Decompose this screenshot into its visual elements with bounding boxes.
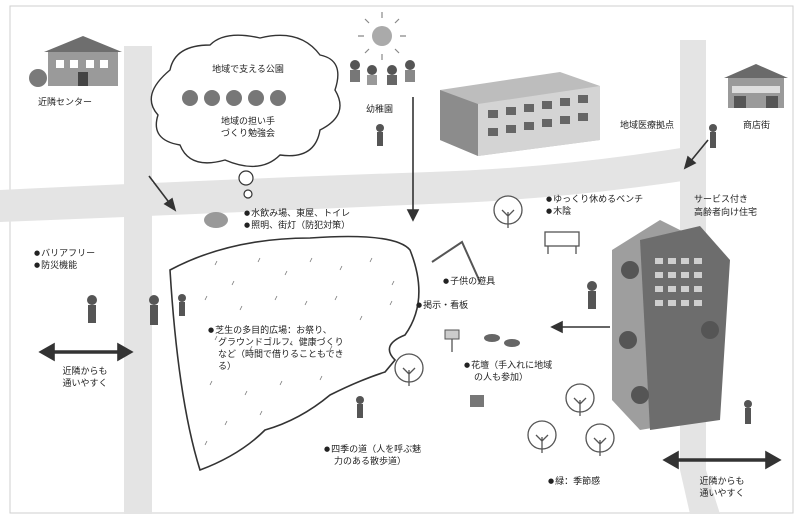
grass-marks bbox=[204, 257, 395, 446]
flower-bed bbox=[484, 334, 500, 342]
senior-housing-tower bbox=[612, 220, 730, 430]
feature-water-1: 水飲み場、東屋、トイレ bbox=[244, 208, 350, 220]
kindergarten-illustration bbox=[350, 12, 415, 85]
feature-bench-2: 木陰 bbox=[546, 206, 571, 218]
left-vertical-road bbox=[124, 46, 152, 514]
feature-barrier-1: バリアフリー bbox=[34, 248, 95, 260]
access-right-2: 通いやすく bbox=[699, 489, 745, 499]
community-center-label: 近隣センター bbox=[38, 98, 93, 108]
feature-play: 子供の遊具 bbox=[443, 276, 495, 288]
medical-base-label: 地域医療拠点 bbox=[620, 121, 675, 131]
cloud-line-2: づくり勉強会 bbox=[220, 129, 275, 139]
notice-board bbox=[444, 329, 460, 340]
feature-flower-2: の人も参加） bbox=[474, 373, 529, 383]
slide bbox=[431, 240, 481, 283]
trees bbox=[394, 195, 615, 456]
grill bbox=[470, 395, 484, 407]
people bbox=[87, 124, 752, 424]
shop-building bbox=[724, 64, 788, 108]
feature-lawn-3: など（時間で借りることもでき bbox=[218, 350, 344, 360]
feature-bench-1: ゆっくり休めるベンチ bbox=[546, 194, 643, 206]
shopping-street-label: 商店街 bbox=[743, 121, 771, 131]
feature-lawn-4: る） bbox=[218, 362, 237, 372]
access-right-1: 近隣からも bbox=[699, 477, 745, 487]
thought-cloud bbox=[150, 34, 341, 199]
feature-notice: 掲示・看板 bbox=[416, 300, 468, 312]
feature-water-2: 照明、街灯（防犯対策） bbox=[244, 220, 350, 232]
frame bbox=[9, 5, 794, 514]
feature-flower-1: 花壇（手入れに地域 bbox=[464, 360, 552, 372]
feature-path-2: 力のある散歩道） bbox=[334, 457, 407, 467]
feature-lawn-1: 芝生の多目的広場：お祭り、 bbox=[208, 325, 332, 337]
medical-building bbox=[440, 72, 600, 156]
senior-housing-label-1: サービス付き bbox=[694, 195, 749, 205]
community-center-building bbox=[29, 36, 122, 87]
bench bbox=[544, 231, 580, 247]
feature-lawn-2: グラウンドゴルフ、健康づくり bbox=[218, 338, 344, 348]
park-boundary bbox=[169, 235, 420, 472]
access-left-1: 近隣からも bbox=[62, 367, 108, 377]
gazebo bbox=[204, 212, 228, 228]
main-road bbox=[0, 145, 703, 222]
senior-housing-label-2: 高齢者向け住宅 bbox=[694, 208, 758, 218]
arrows bbox=[38, 97, 782, 470]
cloud-line-1: 地域の担い手 bbox=[220, 117, 275, 127]
feature-green: 緑：季節感 bbox=[548, 476, 600, 488]
feature-barrier-2: 防災機能 bbox=[34, 260, 77, 272]
cloud-title: 地域で支える公園 bbox=[212, 65, 284, 75]
access-left-2: 通いやすく bbox=[62, 379, 108, 389]
amenities bbox=[204, 212, 580, 407]
kindergarten-label: 幼稚園 bbox=[366, 105, 394, 115]
feature-path-1: 四季の道（人を呼ぶ魅 bbox=[324, 444, 421, 456]
